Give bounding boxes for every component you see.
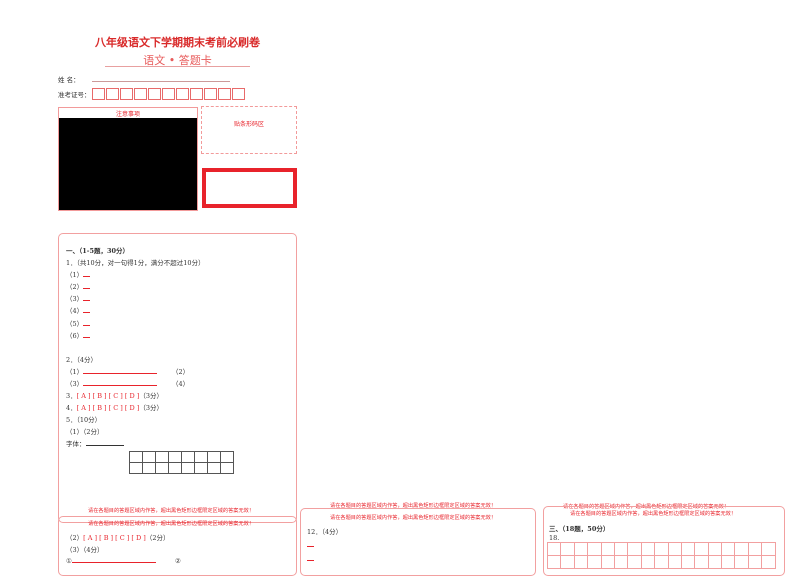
q12-answer-line[interactable] <box>307 546 314 547</box>
name-field[interactable] <box>92 81 230 82</box>
q2-blank-4[interactable]: （4） <box>172 380 190 388</box>
q1-item[interactable]: （5） <box>66 318 91 328</box>
notice-redacted-area <box>59 118 197 210</box>
boundary-warning: 请在各题目的答题区域内作答，超出黑色矩形边框限定区域的答案无效！ <box>570 511 737 517</box>
q1-item[interactable]: （4） <box>66 305 91 315</box>
q1-item[interactable]: （6） <box>66 330 91 340</box>
q4-options[interactable]: [ A ] [ B ] [ C ] [ D ] <box>76 404 140 412</box>
q12-intro: 12．（4分） <box>307 528 343 536</box>
page-subtitle: 语文 • 答题卡 <box>143 54 212 67</box>
boundary-warning: 请在各题目的答题区域内作答，超出黑色矩形边框限定区域的答案无效！ <box>563 504 730 510</box>
q5-3-intro: （3）（4分） <box>66 546 104 554</box>
q1-item[interactable]: （2） <box>66 281 91 291</box>
exam-id-box[interactable] <box>176 88 189 100</box>
absent-mark-box <box>202 168 297 208</box>
page-title: 八年级语文下学期期末考前必刷卷 <box>95 36 260 49</box>
answer-panel-section1 <box>58 233 297 523</box>
q3-options[interactable]: [ A ] [ B ] [ C ] [ D ] <box>76 392 140 400</box>
writing-grid[interactable] <box>129 451 234 474</box>
boundary-warning: 请在各题目的答题区域内作答，超出黑色矩形边框限定区域的答案无效！ <box>330 503 497 509</box>
section1-heading: 一、（1-5题，30分） <box>66 247 130 255</box>
boundary-warning: 请在各题目的答题区域内作答，超出黑色矩形边框限定区域的答案无效！ <box>88 508 255 514</box>
q1-item[interactable]: （1） <box>66 269 91 279</box>
section3-heading: 三、（18题，50分） <box>549 525 610 533</box>
q1-item[interactable]: （3） <box>66 293 91 303</box>
q12-answer-line[interactable] <box>307 560 314 561</box>
q2-blank-2[interactable]: （2） <box>172 368 190 376</box>
boundary-warning: 请在各题目的答题区域内作答，超出黑色矩形边框限定区域的答案无效！ <box>330 515 497 521</box>
q1-intro: 1．（共10分，对一句得1分，满分不超过10分） <box>66 259 205 267</box>
q5-3-blank-2[interactable]: ② <box>175 557 181 565</box>
composition-grid[interactable] <box>546 542 776 569</box>
notice-box <box>58 107 198 211</box>
exam-id-box[interactable] <box>162 88 175 100</box>
q5-2-options[interactable]: [ A ] [ B ] [ C ] [ D ] <box>83 534 146 542</box>
q2-blank-3[interactable]: （3） <box>66 378 158 388</box>
q2-blank-1[interactable]: （1） <box>66 366 158 376</box>
notice-title: 注意事项 <box>115 111 140 118</box>
exam-id-box[interactable] <box>148 88 161 100</box>
barcode-area <box>201 106 297 154</box>
exam-id-box[interactable] <box>120 88 133 100</box>
q3-choice[interactable]: 3．[ A ] [ B ] [ C ] [ D ]（3分） <box>66 392 163 400</box>
exam-id-box[interactable] <box>106 88 119 100</box>
boundary-warning: 请在各题目的答题区域内作答，超出黑色矩形边框限定区域的答案无效！ <box>88 521 255 527</box>
q5-intro: 5．（10分） <box>66 416 102 424</box>
exam-id-box[interactable] <box>218 88 231 100</box>
exam-id-box[interactable] <box>232 88 245 100</box>
exam-id-box[interactable] <box>134 88 147 100</box>
q18-label: 18. <box>549 534 560 542</box>
q2-intro: 2．（4分） <box>66 356 98 364</box>
q5-font-field[interactable]: 字体： <box>66 438 124 448</box>
subtitle-underline <box>105 66 250 67</box>
exam-id-box[interactable] <box>204 88 217 100</box>
exam-id-label: 准考证号： <box>58 91 91 99</box>
exam-id-box[interactable] <box>92 88 105 100</box>
barcode-label: 贴条形码区 <box>233 121 264 128</box>
q5-sub1: （1）（2分） <box>66 428 104 436</box>
exam-id-box[interactable] <box>190 88 203 100</box>
q5-2-choice[interactable]: （2）[ A ] [ B ] [ C ] [ D ]（2分） <box>66 534 170 542</box>
q4-choice[interactable]: 4．[ A ] [ B ] [ C ] [ D ]（3分） <box>66 404 163 412</box>
name-label: 姓 名： <box>58 76 80 84</box>
q5-3-blank-1[interactable]: ① <box>66 557 156 565</box>
